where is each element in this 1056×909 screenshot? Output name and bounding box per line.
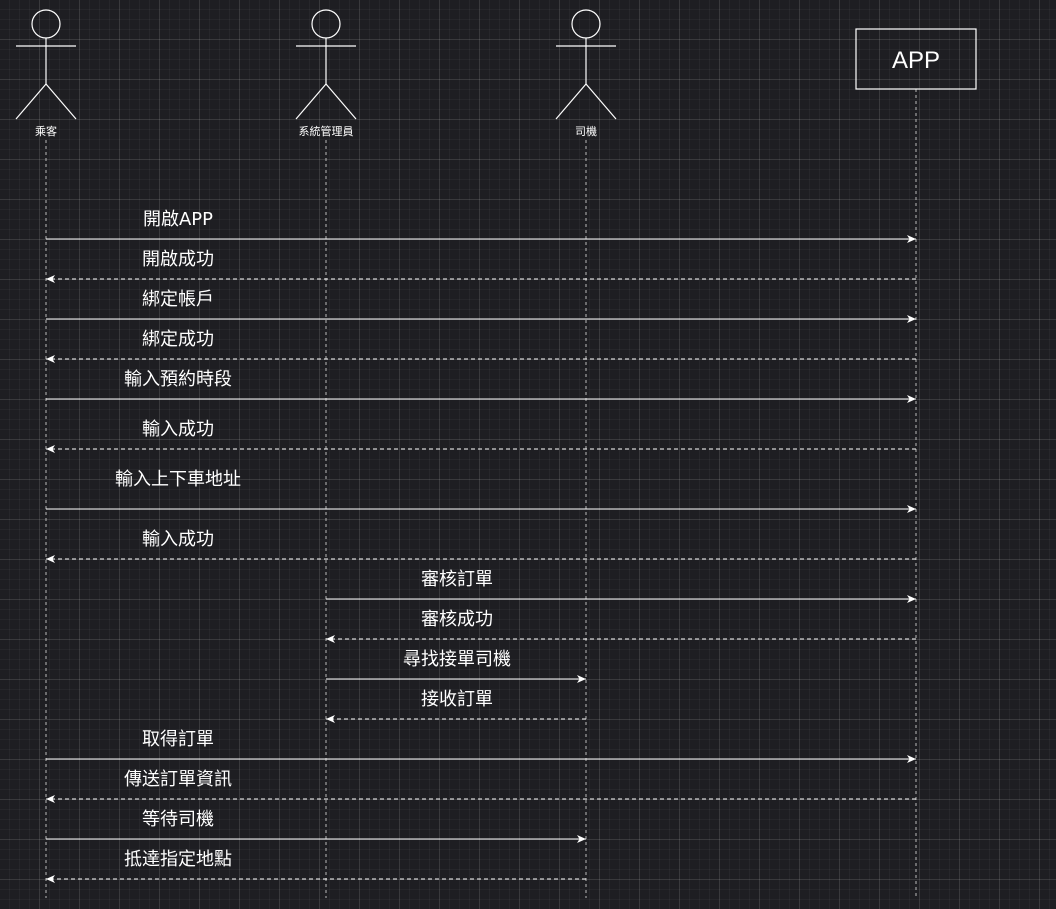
actor-label-passenger: 乘客	[35, 124, 57, 138]
message-label: 審核成功	[421, 609, 493, 630]
actor-label-admin: 系統管理員	[299, 124, 354, 138]
message: 輸入成功	[46, 419, 916, 453]
message-label: 取得訂單	[142, 729, 214, 750]
message: 輸入成功	[46, 529, 916, 563]
message: 開啟成功	[46, 249, 916, 283]
actor-head	[311, 9, 341, 39]
actor-leg-right	[45, 83, 77, 120]
message: 接收訂單	[326, 689, 586, 723]
message: 綁定成功	[46, 329, 916, 363]
message-label: 開啟APP	[143, 209, 213, 230]
message: 綁定帳戶	[46, 289, 916, 323]
actor-leg-right	[585, 83, 617, 120]
message: 等待司機	[46, 809, 586, 843]
message: 開啟APP	[46, 209, 916, 243]
participant-box-frame	[855, 28, 977, 90]
message-label: 輸入預約時段	[124, 369, 232, 390]
message-label: 等待司機	[142, 809, 214, 830]
message: 尋找接單司機	[326, 649, 586, 683]
actor-leg-left	[295, 83, 327, 120]
message: 審核成功	[326, 609, 916, 643]
actor-passenger: 乘客	[15, 9, 77, 138]
actor-admin: 系統管理員	[295, 9, 357, 138]
message-label: 傳送訂單資訊	[124, 769, 232, 790]
message: 輸入上下車地址	[46, 469, 916, 513]
message-label: 尋找接單司機	[403, 649, 511, 670]
message-label: 接收訂單	[421, 689, 493, 710]
message-label: 輸入成功	[142, 419, 214, 440]
actor-leg-right	[325, 83, 357, 120]
message: 輸入預約時段	[46, 369, 916, 403]
message-label: 綁定帳戶	[142, 289, 214, 310]
message-label: 開啟成功	[142, 249, 214, 270]
actor-leg-left	[555, 83, 587, 120]
participant-label-app: APP	[892, 47, 940, 74]
participant-box-app: APP	[855, 28, 977, 90]
actor-label-driver: 司機	[575, 124, 597, 138]
message: 審核訂單	[326, 569, 916, 603]
actor-leg-left	[15, 83, 47, 120]
actor-head	[31, 9, 61, 39]
message: 傳送訂單資訊	[46, 769, 916, 803]
message-label: 綁定成功	[142, 329, 214, 350]
message-label: 抵達指定地點	[124, 849, 232, 870]
actor-head	[571, 9, 601, 39]
message-label: 審核訂單	[421, 569, 493, 590]
message-label: 輸入上下車地址	[115, 469, 241, 490]
message: 抵達指定地點	[46, 849, 586, 883]
message: 取得訂單	[46, 729, 916, 763]
actor-driver: 司機	[555, 9, 617, 138]
message-label: 輸入成功	[142, 529, 214, 550]
